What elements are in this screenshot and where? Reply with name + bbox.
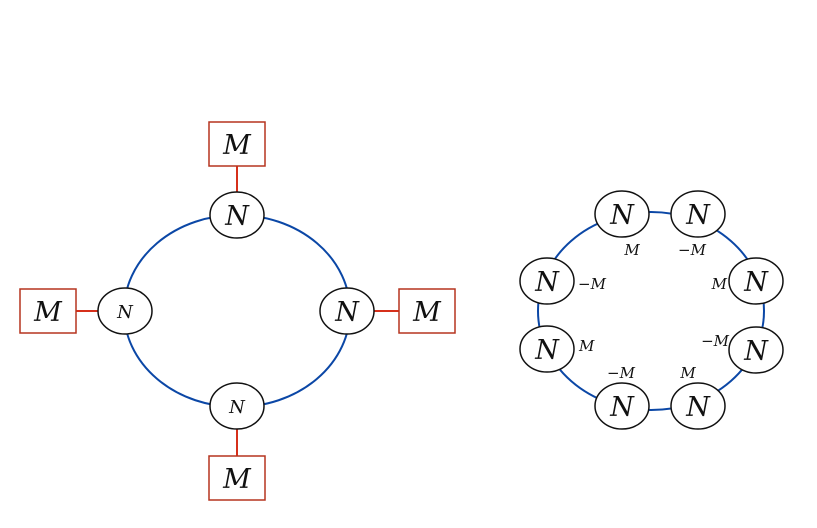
mass-label-upper-left: −M bbox=[578, 275, 607, 293]
gauge-label-top: N bbox=[224, 201, 250, 232]
gauge-node-upper-left: N bbox=[519, 257, 575, 305]
gauge-label-lower-right: N bbox=[743, 336, 769, 367]
gauge-node-top-right: N bbox=[670, 190, 726, 238]
gauge-label-top-left: N bbox=[609, 200, 635, 231]
mass-label-top-left: M bbox=[623, 241, 640, 259]
flavor-box-bottom: M bbox=[208, 455, 266, 501]
flavor-box-top: M bbox=[208, 121, 266, 167]
gauge-label-right: N bbox=[334, 297, 360, 328]
gauge-label-bottom-left: N bbox=[609, 392, 635, 423]
gauge-node-lower-left: N bbox=[519, 325, 575, 373]
flavor-label-bottom: M bbox=[222, 464, 252, 495]
gauge-node-lower-right: N bbox=[728, 326, 784, 374]
right-quiver: N N N N N N N N M −M bbox=[519, 190, 784, 430]
gauge-node-right: N bbox=[319, 287, 375, 335]
flavor-label-top: M bbox=[222, 130, 252, 161]
gauge-label-upper-left: N bbox=[534, 267, 560, 298]
mass-label-top-right: −M bbox=[678, 241, 707, 259]
mass-label-lower-left: M bbox=[578, 337, 595, 355]
left-ring bbox=[123, 214, 351, 408]
flavor-label-right: M bbox=[412, 297, 442, 328]
flavor-box-left: M bbox=[19, 288, 77, 334]
gauge-node-bottom-left: N bbox=[594, 382, 650, 430]
gauge-label-upper-right: N bbox=[743, 267, 769, 298]
gauge-label-top-right: N bbox=[685, 200, 711, 231]
gauge-node-top-left: N bbox=[594, 190, 650, 238]
gauge-label-lower-left: N bbox=[534, 335, 560, 366]
gauge-node-left: N bbox=[97, 287, 153, 335]
gauge-node-bottom-right: N bbox=[670, 382, 726, 430]
flavor-label-left: M bbox=[33, 297, 63, 328]
gauge-label-left: N bbox=[116, 302, 134, 323]
mass-label-lower-right: −M bbox=[701, 332, 730, 350]
right-ring bbox=[537, 211, 765, 411]
mass-label-bottom-left: −M bbox=[607, 364, 636, 382]
gauge-node-top: N bbox=[209, 191, 265, 239]
flavor-box-right: M bbox=[398, 288, 456, 334]
mass-label-bottom-right: M bbox=[679, 364, 696, 382]
gauge-label-bottom-right: N bbox=[685, 392, 711, 423]
gauge-node-bottom: N bbox=[209, 382, 265, 430]
gauge-node-upper-right: N bbox=[728, 257, 784, 305]
mass-label-upper-right: M bbox=[711, 275, 728, 293]
gauge-label-bottom: N bbox=[228, 397, 246, 418]
left-quiver: M M M M N N N N bbox=[19, 121, 456, 501]
